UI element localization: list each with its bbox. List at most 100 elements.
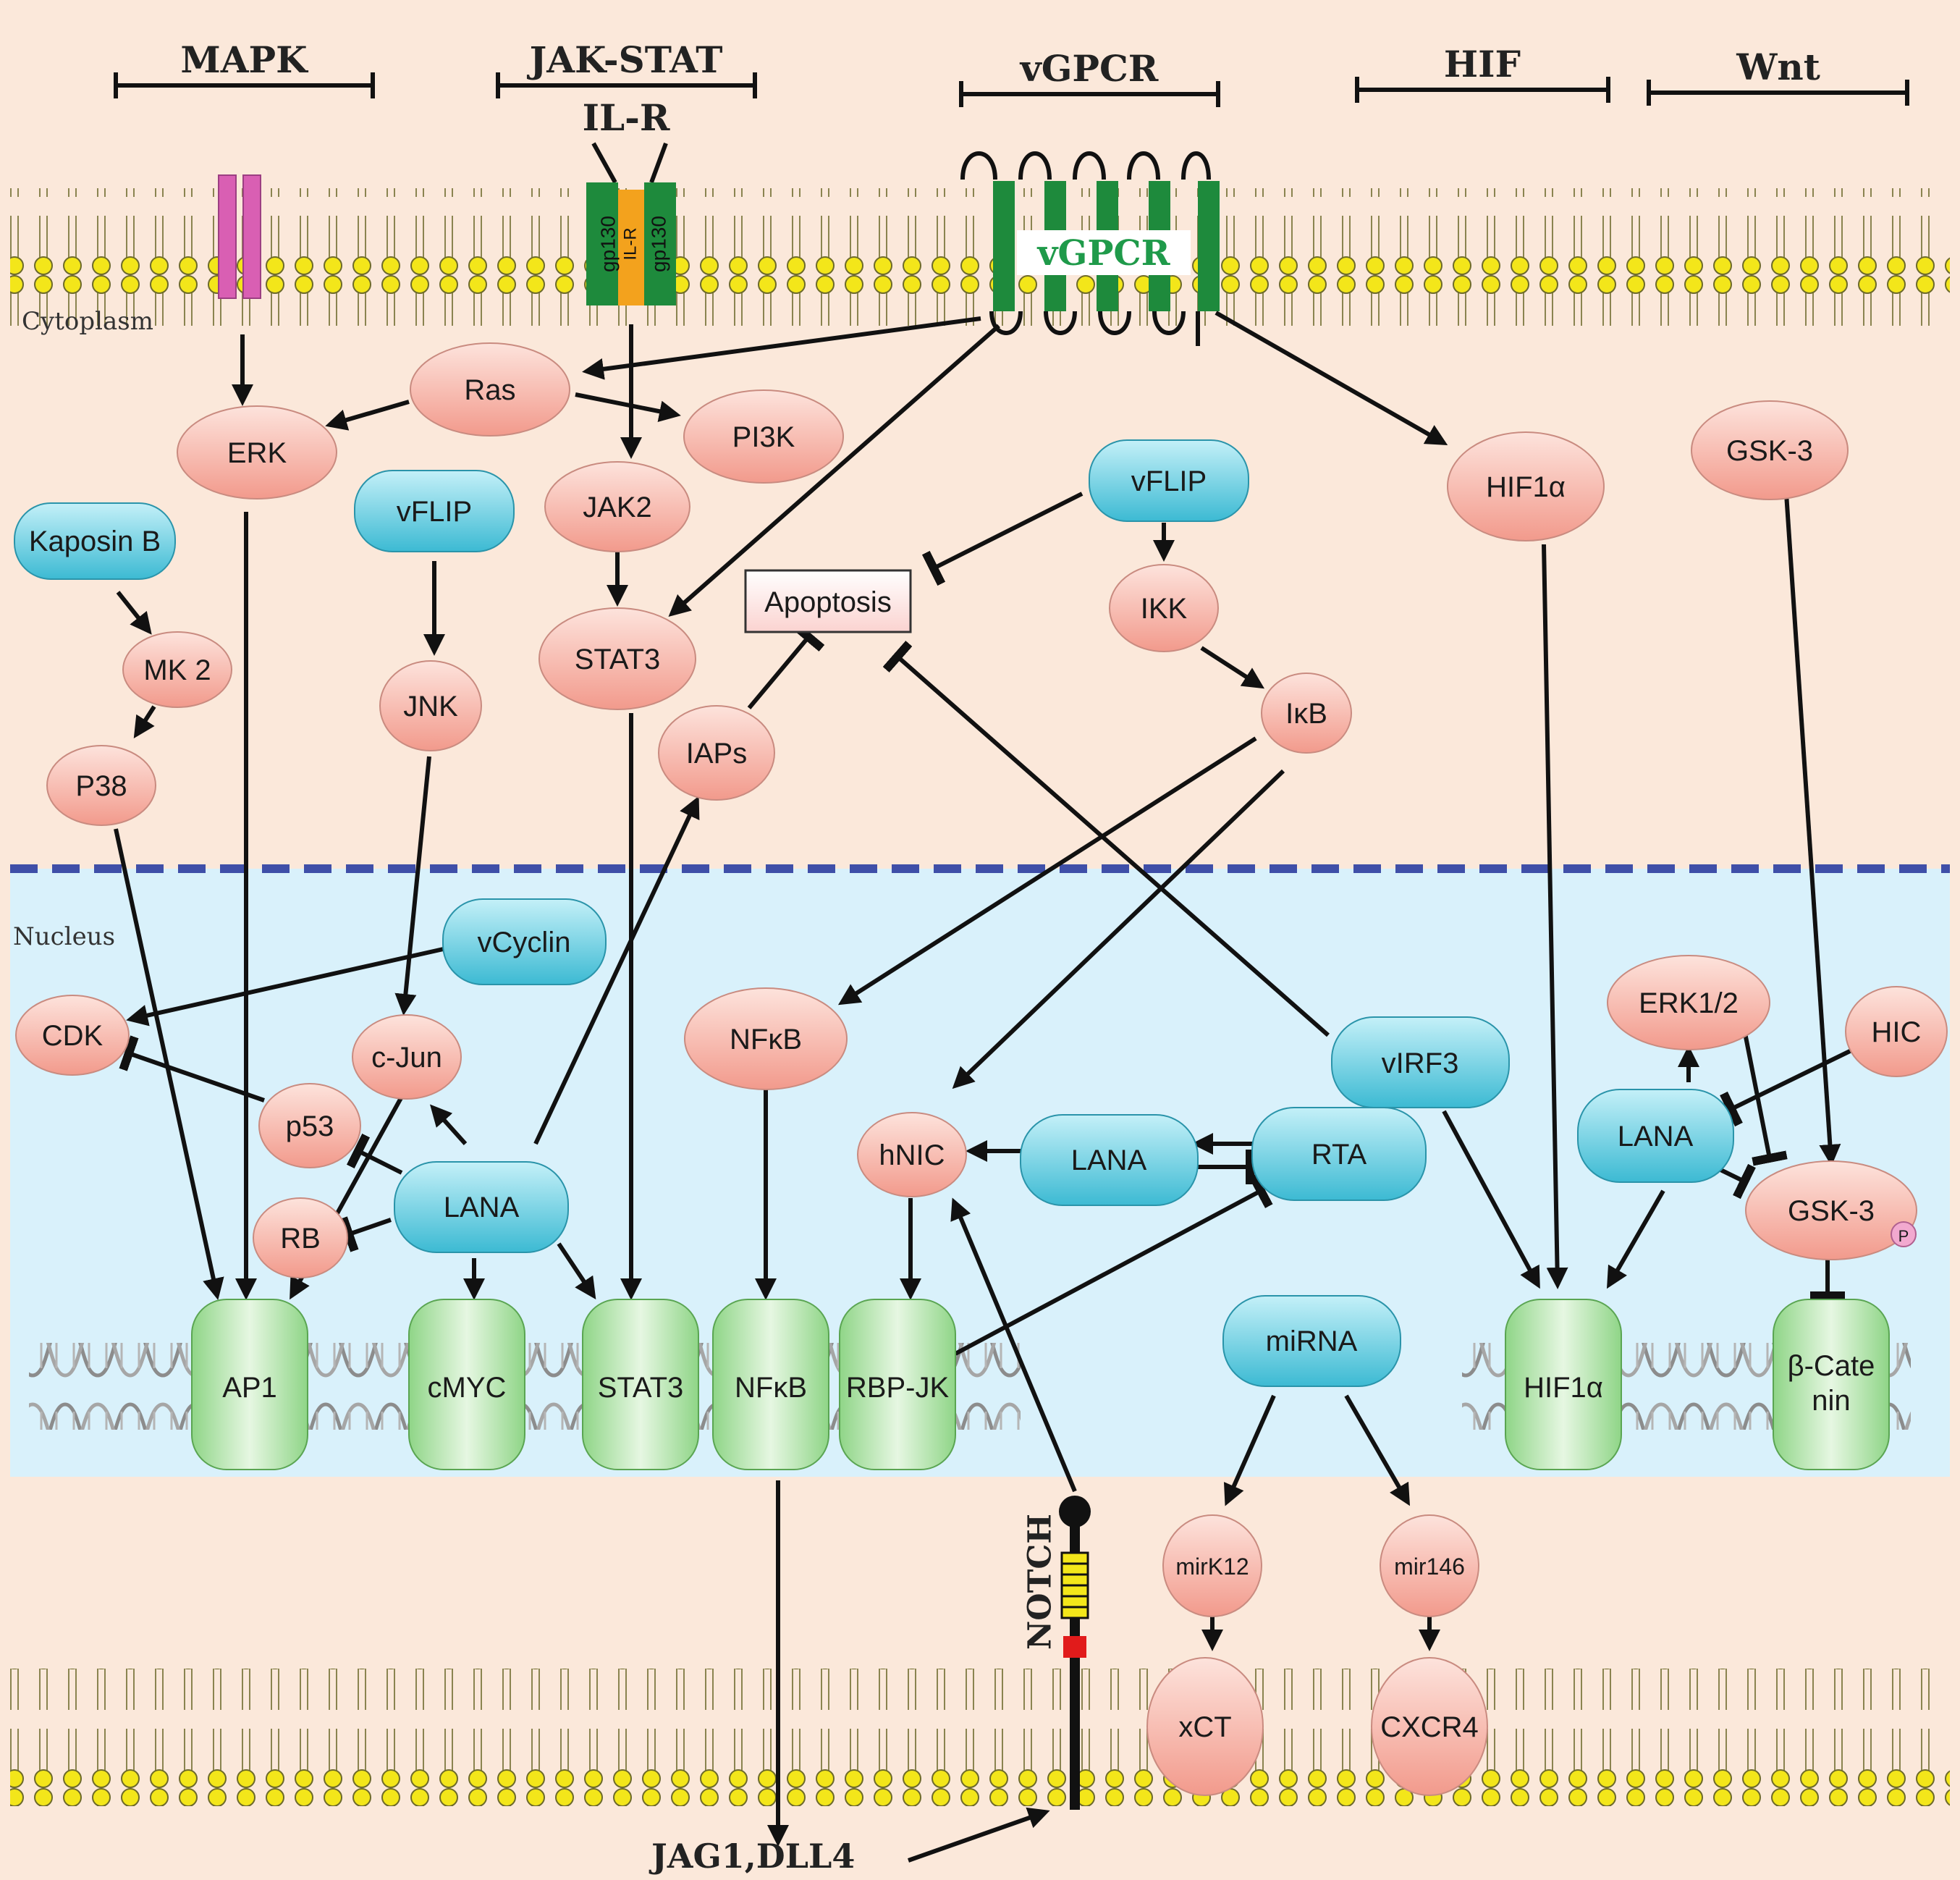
svg-text:RBP-JK: RBP-JK [846, 1372, 950, 1404]
svg-text:AP1: AP1 [222, 1372, 277, 1404]
edge-virf3-apoptosis [882, 641, 1330, 1037]
node-mirk12: mirK12 [1162, 1514, 1262, 1617]
svg-text:vCyclin: vCyclin [478, 927, 571, 958]
svg-text:CDK: CDK [42, 1020, 104, 1052]
svg-text:HIF1α: HIF1α [1524, 1372, 1603, 1404]
header-hif-label: HIF [1444, 43, 1521, 85]
edge-vgpcr-hif1a [1215, 311, 1448, 445]
svg-text:vFLIP: vFLIP [397, 496, 472, 528]
node-gsk3-cyto: GSK-3 [1691, 400, 1849, 500]
node-stat3-cyto: STAT3 [538, 607, 696, 710]
ligands-label: JAG1,DLL4 [649, 1837, 855, 1876]
svg-text:GSK-3: GSK-3 [1726, 435, 1813, 467]
edge-lana-iaps [533, 796, 700, 1145]
svg-text:P38: P38 [75, 770, 127, 802]
svg-text:NFκB: NFκB [730, 1024, 802, 1055]
gp130-left-label: gp130 [596, 216, 619, 272]
node-ikb: IκB [1261, 673, 1352, 754]
node-hic: HIC [1845, 986, 1948, 1077]
node-lana-left: LANA [394, 1161, 569, 1253]
node-gsk3-nuc: GSK-3 P [1745, 1160, 1917, 1260]
svg-text:β-Cate: β-Cate [1788, 1350, 1875, 1382]
gene-nfkb: NFκB [712, 1299, 829, 1470]
svg-text:Kaposin B: Kaposin B [29, 526, 161, 557]
phospho-label: P [1898, 1227, 1909, 1245]
edge-p38-ap1 [114, 828, 224, 1300]
edge-notch-hnic [950, 1197, 1077, 1493]
edge-lana-rb [339, 1216, 392, 1252]
svg-text:HIF1α: HIF1α [1486, 471, 1566, 503]
edge-jag1-notch [908, 1807, 1050, 1863]
header-il-r-label: IL-R [583, 96, 670, 139]
edge-vcyclin-cdk [126, 946, 447, 1027]
node-cxcr4: CXCR4 [1371, 1657, 1488, 1796]
node-jak2: JAK2 [544, 461, 690, 552]
header-jak-stat-label: JAK-STAT [527, 38, 723, 81]
svg-text:p53: p53 [286, 1110, 334, 1142]
edge-lana-hif1agene [1607, 1189, 1665, 1289]
node-p38: P38 [46, 745, 156, 826]
edge-ikb-hnic [952, 769, 1285, 1089]
svg-text:hNIC: hNIC [879, 1139, 945, 1171]
gp130-right-label: gp130 [647, 216, 669, 272]
node-ras: Ras [410, 342, 570, 437]
node-vcyclin: vCyclin [442, 898, 607, 985]
node-virf3: vIRF3 [1331, 1016, 1510, 1108]
svg-text:HIC: HIC [1872, 1016, 1922, 1048]
node-hif1a-cyto: HIF1α [1447, 431, 1605, 541]
node-erk12: ERK1/2 [1607, 955, 1770, 1050]
nucleus-label: Nucleus [13, 922, 115, 951]
node-cdk: CDK [15, 995, 130, 1076]
il-r-receptor-label: IL-R [620, 227, 640, 260]
node-hnic: hNIC [857, 1112, 967, 1197]
svg-text:LANA: LANA [1071, 1145, 1147, 1176]
svg-text:mir146: mir146 [1394, 1554, 1465, 1580]
edge-vgpcr-ras [582, 316, 981, 380]
svg-text:STAT3: STAT3 [575, 644, 661, 675]
node-mk2: MK 2 [122, 631, 232, 708]
svg-text:ERK: ERK [227, 437, 287, 469]
plasma-membrane-bottom [10, 1669, 1950, 1806]
svg-text:CXCR4: CXCR4 [1380, 1711, 1479, 1743]
node-pi3k: PI3K [683, 389, 844, 484]
edge-ras-erk [325, 400, 410, 431]
edge-mirna-mirk12 [1223, 1394, 1276, 1506]
node-mirna: miRNA [1222, 1295, 1401, 1387]
edge-hif1a-hif1agene [1542, 544, 1568, 1289]
node-kaposin-b: Kaposin B [14, 502, 176, 580]
svg-text:JAK2: JAK2 [583, 492, 652, 523]
gene-stat3: STAT3 [582, 1299, 699, 1470]
node-vflip-right: vFLIP [1089, 439, 1249, 522]
edge-ras-pi3k [575, 392, 681, 423]
svg-text:c-Jun: c-Jun [371, 1042, 442, 1074]
header-hif: HIF [1355, 43, 1610, 103]
edge-vflip-apoptosis [921, 492, 1084, 586]
svg-text:RTA: RTA [1311, 1139, 1367, 1171]
gene-cmyc: cMYC [408, 1299, 525, 1470]
svg-text:IκB: IκB [1285, 698, 1327, 730]
edge-lana-cjun [429, 1104, 468, 1146]
gene-hif1a: HIF1α [1505, 1299, 1622, 1470]
gene-ap1: AP1 [191, 1299, 308, 1470]
svg-text:xCT: xCT [1178, 1711, 1231, 1743]
svg-text:miRNA: miRNA [1266, 1325, 1358, 1357]
edge-hic-lana [1720, 1048, 1854, 1127]
edge-gsk3-gsk3nuc [1784, 493, 1841, 1166]
svg-text:vIRF3: vIRF3 [1382, 1048, 1459, 1079]
node-cjun: c-Jun [352, 1014, 462, 1100]
connections [114, 311, 1854, 1863]
node-xct: xCT [1146, 1657, 1264, 1796]
node-apoptosis: Apoptosis [744, 569, 912, 633]
header-vgpcr: vGPCR [959, 47, 1220, 107]
node-jnk: JNK [379, 660, 482, 751]
notch-label: NOTCH [1022, 1514, 1059, 1650]
gene-beta-catenin: β-Cate nin [1773, 1299, 1890, 1470]
plasma-membrane-top [10, 188, 1950, 326]
header-mapk-label: MAPK [180, 38, 308, 81]
edge-jnk-cjun [394, 756, 431, 1016]
header-wnt: Wnt [1647, 46, 1909, 106]
svg-text:Ras: Ras [464, 374, 515, 406]
node-mir146: mir146 [1380, 1514, 1479, 1617]
vgpcr-receptor-label: vGPCR [1036, 233, 1170, 274]
